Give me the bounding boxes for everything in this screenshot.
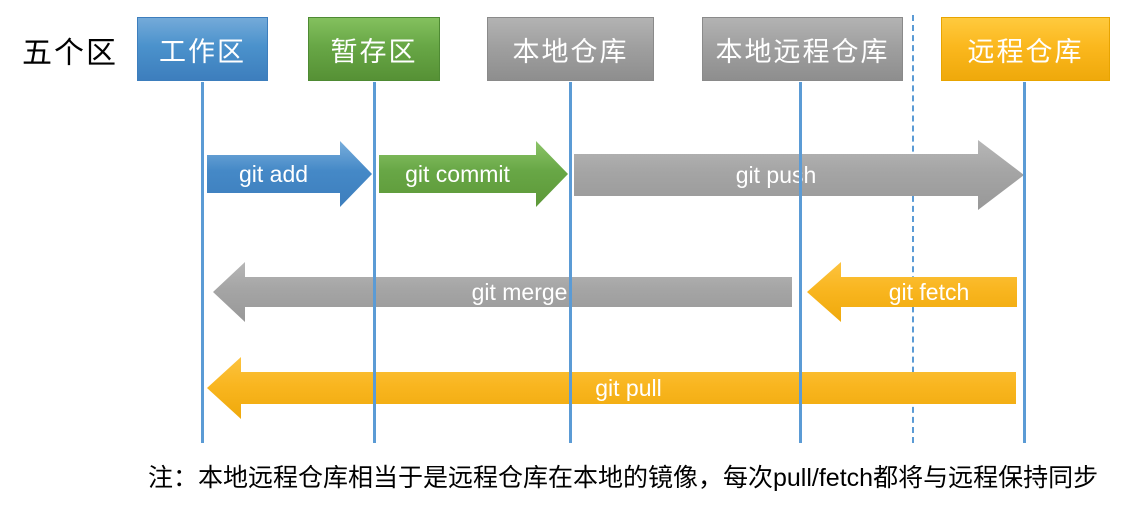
zone-remote-repo-label: 远程仓库: [967, 36, 1084, 67]
zone-box-local-remote-repo: 本地远程仓库: [702, 17, 903, 81]
local-repo-timeline: [569, 82, 572, 443]
zone-box-workspace: 工作区: [137, 17, 268, 81]
git-push-label: git push: [735, 161, 817, 188]
zone-staging-label: 暂存区: [330, 36, 418, 67]
zone-box-staging: 暂存区: [308, 17, 440, 81]
git-pull-label: git pull: [595, 374, 662, 401]
remote-boundary-dashed-line: [912, 15, 914, 443]
git-merge-label: git merge: [471, 278, 568, 305]
diagram-title: 五个区: [22, 37, 118, 70]
local-remote-repo-timeline: [799, 82, 802, 443]
workspace-timeline: [201, 82, 204, 443]
git-add-label: git add: [238, 160, 309, 187]
git-fetch-label: git fetch: [888, 278, 970, 305]
zone-local-remote-repo-label: 本地远程仓库: [715, 36, 890, 67]
zone-box-remote-repo: 远程仓库: [941, 17, 1110, 81]
zone-workspace-label: 工作区: [159, 36, 246, 67]
zone-local-repo-label: 本地仓库: [512, 36, 629, 67]
diagram-footnote: 注：本地远程仓库相当于是远程仓库在本地的镜像，每次pull/fetch都将与远程…: [148, 464, 1099, 492]
git-commit-arrow: git commit: [379, 141, 568, 207]
git-pull-arrow: git pull: [207, 357, 1016, 419]
git-commit-label: git commit: [405, 160, 510, 187]
zone-box-local-repo: 本地仓库: [487, 17, 654, 81]
remote-repo-timeline: [1023, 82, 1026, 443]
staging-timeline: [373, 82, 376, 443]
git-add-arrow: git add: [207, 141, 372, 207]
git-merge-arrow: git merge: [213, 262, 792, 322]
